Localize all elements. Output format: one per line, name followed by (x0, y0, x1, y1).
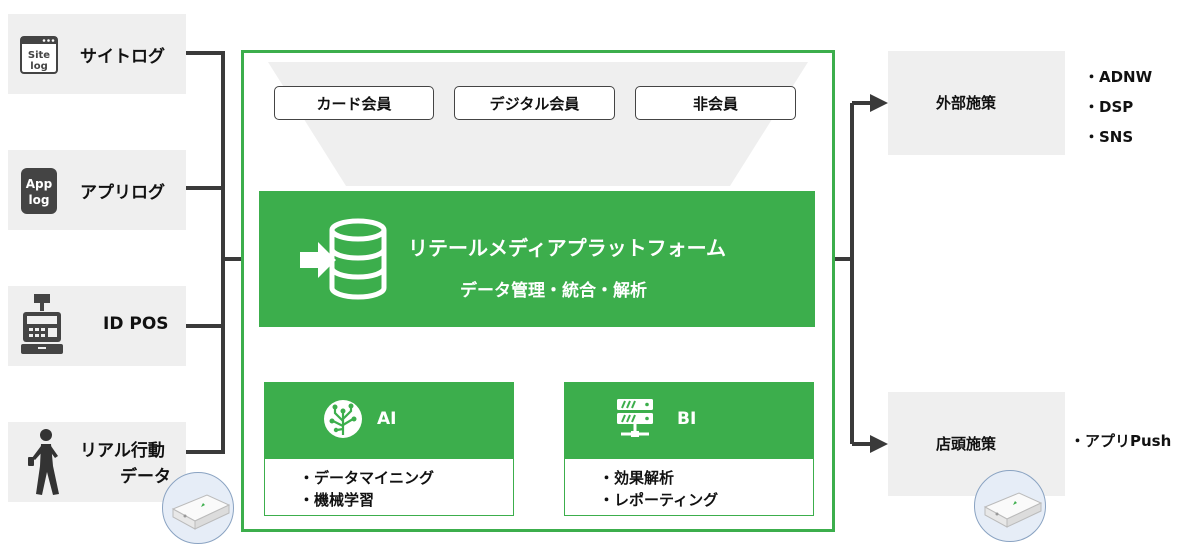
destination-label: 外部施策 (936, 94, 997, 112)
source-label: サイトログ (80, 47, 165, 67)
database-import-icon (300, 218, 387, 300)
platform-subtitle: データ管理・統合・解析 (460, 281, 647, 301)
module-ai-header (265, 383, 513, 459)
destination-item: ・アプリPush (1070, 432, 1172, 450)
module-bi-item: ・レポーティング (599, 491, 719, 509)
module-ai: AI ・データマイニング ・機械学習 (264, 382, 514, 516)
arrow-right-icon (870, 94, 888, 112)
server-icon (617, 399, 653, 437)
arrow-right-icon (870, 435, 888, 453)
destination-label: 店頭施策 (936, 435, 997, 453)
module-bi-item: ・効果解析 (599, 469, 675, 487)
module-bi: BI ・効果解析 ・レポーティング (564, 382, 814, 516)
destination-item: ・DSP (1084, 98, 1134, 116)
source-id-pos: ID POS (8, 286, 186, 366)
source-label: アプリログ (80, 183, 165, 203)
svg-text:log: log (30, 61, 47, 72)
site-log-icon: Site log (20, 36, 58, 74)
funnel-shape (268, 62, 808, 186)
member-card: カード会員 (274, 86, 434, 120)
destination-store: 店頭施策 (888, 392, 1065, 496)
platform-title: リテールメディアプラットフォーム (408, 236, 726, 260)
router-device-icon (974, 470, 1046, 542)
module-bi-name: BI (677, 409, 697, 429)
source-label: ID POS (103, 314, 169, 334)
source-real-behavior: リアル行動 データ (8, 422, 186, 502)
module-bi-header (565, 383, 813, 459)
pos-register-icon (21, 294, 63, 354)
module-ai-item: ・機械学習 (299, 491, 375, 509)
ai-circuit-icon (324, 400, 362, 438)
destination-external: 外部施策 (888, 51, 1065, 155)
source-label-line2: データ (120, 467, 171, 487)
module-ai-item: ・データマイニング (299, 469, 435, 487)
svg-text:Site: Site (28, 50, 50, 61)
destination-item: ・SNS (1084, 128, 1134, 146)
app-log-icon: App log (21, 168, 57, 214)
router-device-icon (162, 472, 234, 544)
source-app-log: App log アプリログ (8, 150, 186, 230)
module-ai-name: AI (377, 409, 397, 429)
destination-item: ・ADNW (1084, 68, 1153, 86)
member-non: 非会員 (635, 86, 796, 120)
source-label-line1: リアル行動 (80, 441, 165, 461)
svg-text:App: App (26, 177, 53, 191)
walking-person-icon (28, 429, 59, 495)
svg-text:log: log (29, 193, 50, 207)
member-digital: デジタル会員 (454, 86, 615, 120)
source-site-log: Site log サイトログ (8, 14, 186, 94)
